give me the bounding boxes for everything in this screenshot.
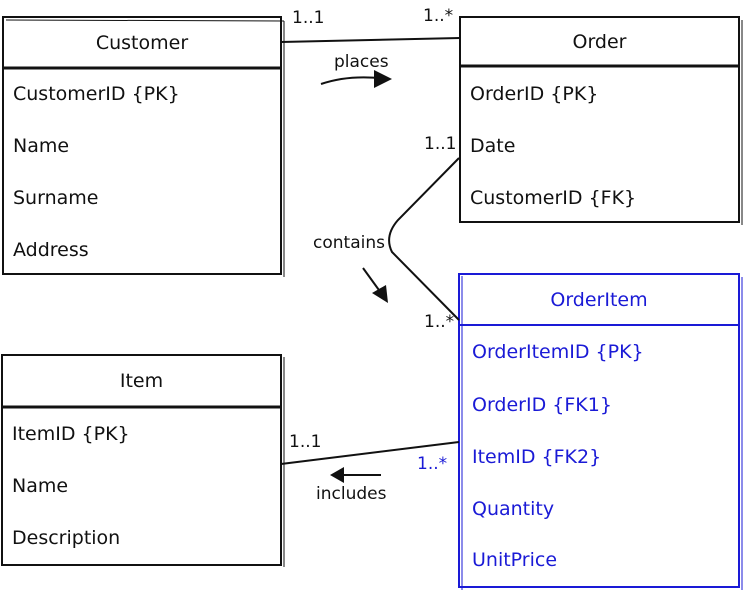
order-title: Order xyxy=(572,30,627,53)
orderitem-entity: OrderItem OrderItemID {PK} OrderID {FK1}… xyxy=(459,274,739,587)
orderitem-attr-itemid: ItemID {FK2} xyxy=(472,446,602,468)
customer-title: Customer xyxy=(95,31,189,54)
customer-attr-address: Address xyxy=(13,239,89,261)
order-attr-id: OrderID {PK} xyxy=(470,83,599,105)
includes-line xyxy=(280,441,460,465)
item-attr-id: ItemID {PK} xyxy=(12,423,130,445)
item-box xyxy=(1,354,285,567)
contains-line xyxy=(388,157,460,321)
customer-attr-id: CustomerID {PK} xyxy=(13,83,180,105)
order-attr-date: Date xyxy=(470,135,516,157)
order-attr-customerid: CustomerID {FK} xyxy=(470,187,637,209)
item-title: Item xyxy=(119,370,164,392)
places-mult-order: 1..* xyxy=(423,6,454,26)
contains-arrowhead xyxy=(372,285,388,303)
includes-arrowhead xyxy=(330,467,344,483)
contains-label: contains xyxy=(313,233,385,253)
includes-label: includes xyxy=(316,484,387,504)
orderitem-attr-quantity: Quantity xyxy=(472,498,555,520)
places-mult-customer: 1..1 xyxy=(292,8,325,28)
customer-entity: Customer CustomerID {PK} Name Surname Ad… xyxy=(3,17,281,274)
contains-mult-order: 1..1 xyxy=(424,134,457,154)
customer-attr-surname: Surname xyxy=(13,187,99,209)
customer-attr-name: Name xyxy=(13,135,70,157)
places-line xyxy=(280,37,461,43)
orderitem-attr-orderid: OrderID {FK1} xyxy=(472,394,612,416)
orderitem-box xyxy=(458,273,743,590)
orderitem-title: OrderItem xyxy=(550,288,648,311)
orderitem-attr-unitprice: UnitPrice xyxy=(472,549,558,571)
places-arrowhead xyxy=(374,70,392,88)
includes-mult-item: 1..1 xyxy=(289,432,322,452)
order-box xyxy=(459,16,743,225)
item-entity: Item ItemID {PK} Name Description xyxy=(2,355,281,565)
places-label: places xyxy=(334,52,389,72)
contains-mult-orderitem: 1..* xyxy=(424,312,455,332)
item-attr-name: Name xyxy=(12,475,69,497)
orderitem-attr-id: OrderItemID {PK} xyxy=(472,341,644,363)
item-attr-description: Description xyxy=(12,527,121,549)
includes-mult-orderitem: 1..* xyxy=(417,454,448,474)
customer-box xyxy=(2,16,285,277)
order-entity: Order OrderID {PK} Date CustomerID {FK} xyxy=(460,17,739,222)
